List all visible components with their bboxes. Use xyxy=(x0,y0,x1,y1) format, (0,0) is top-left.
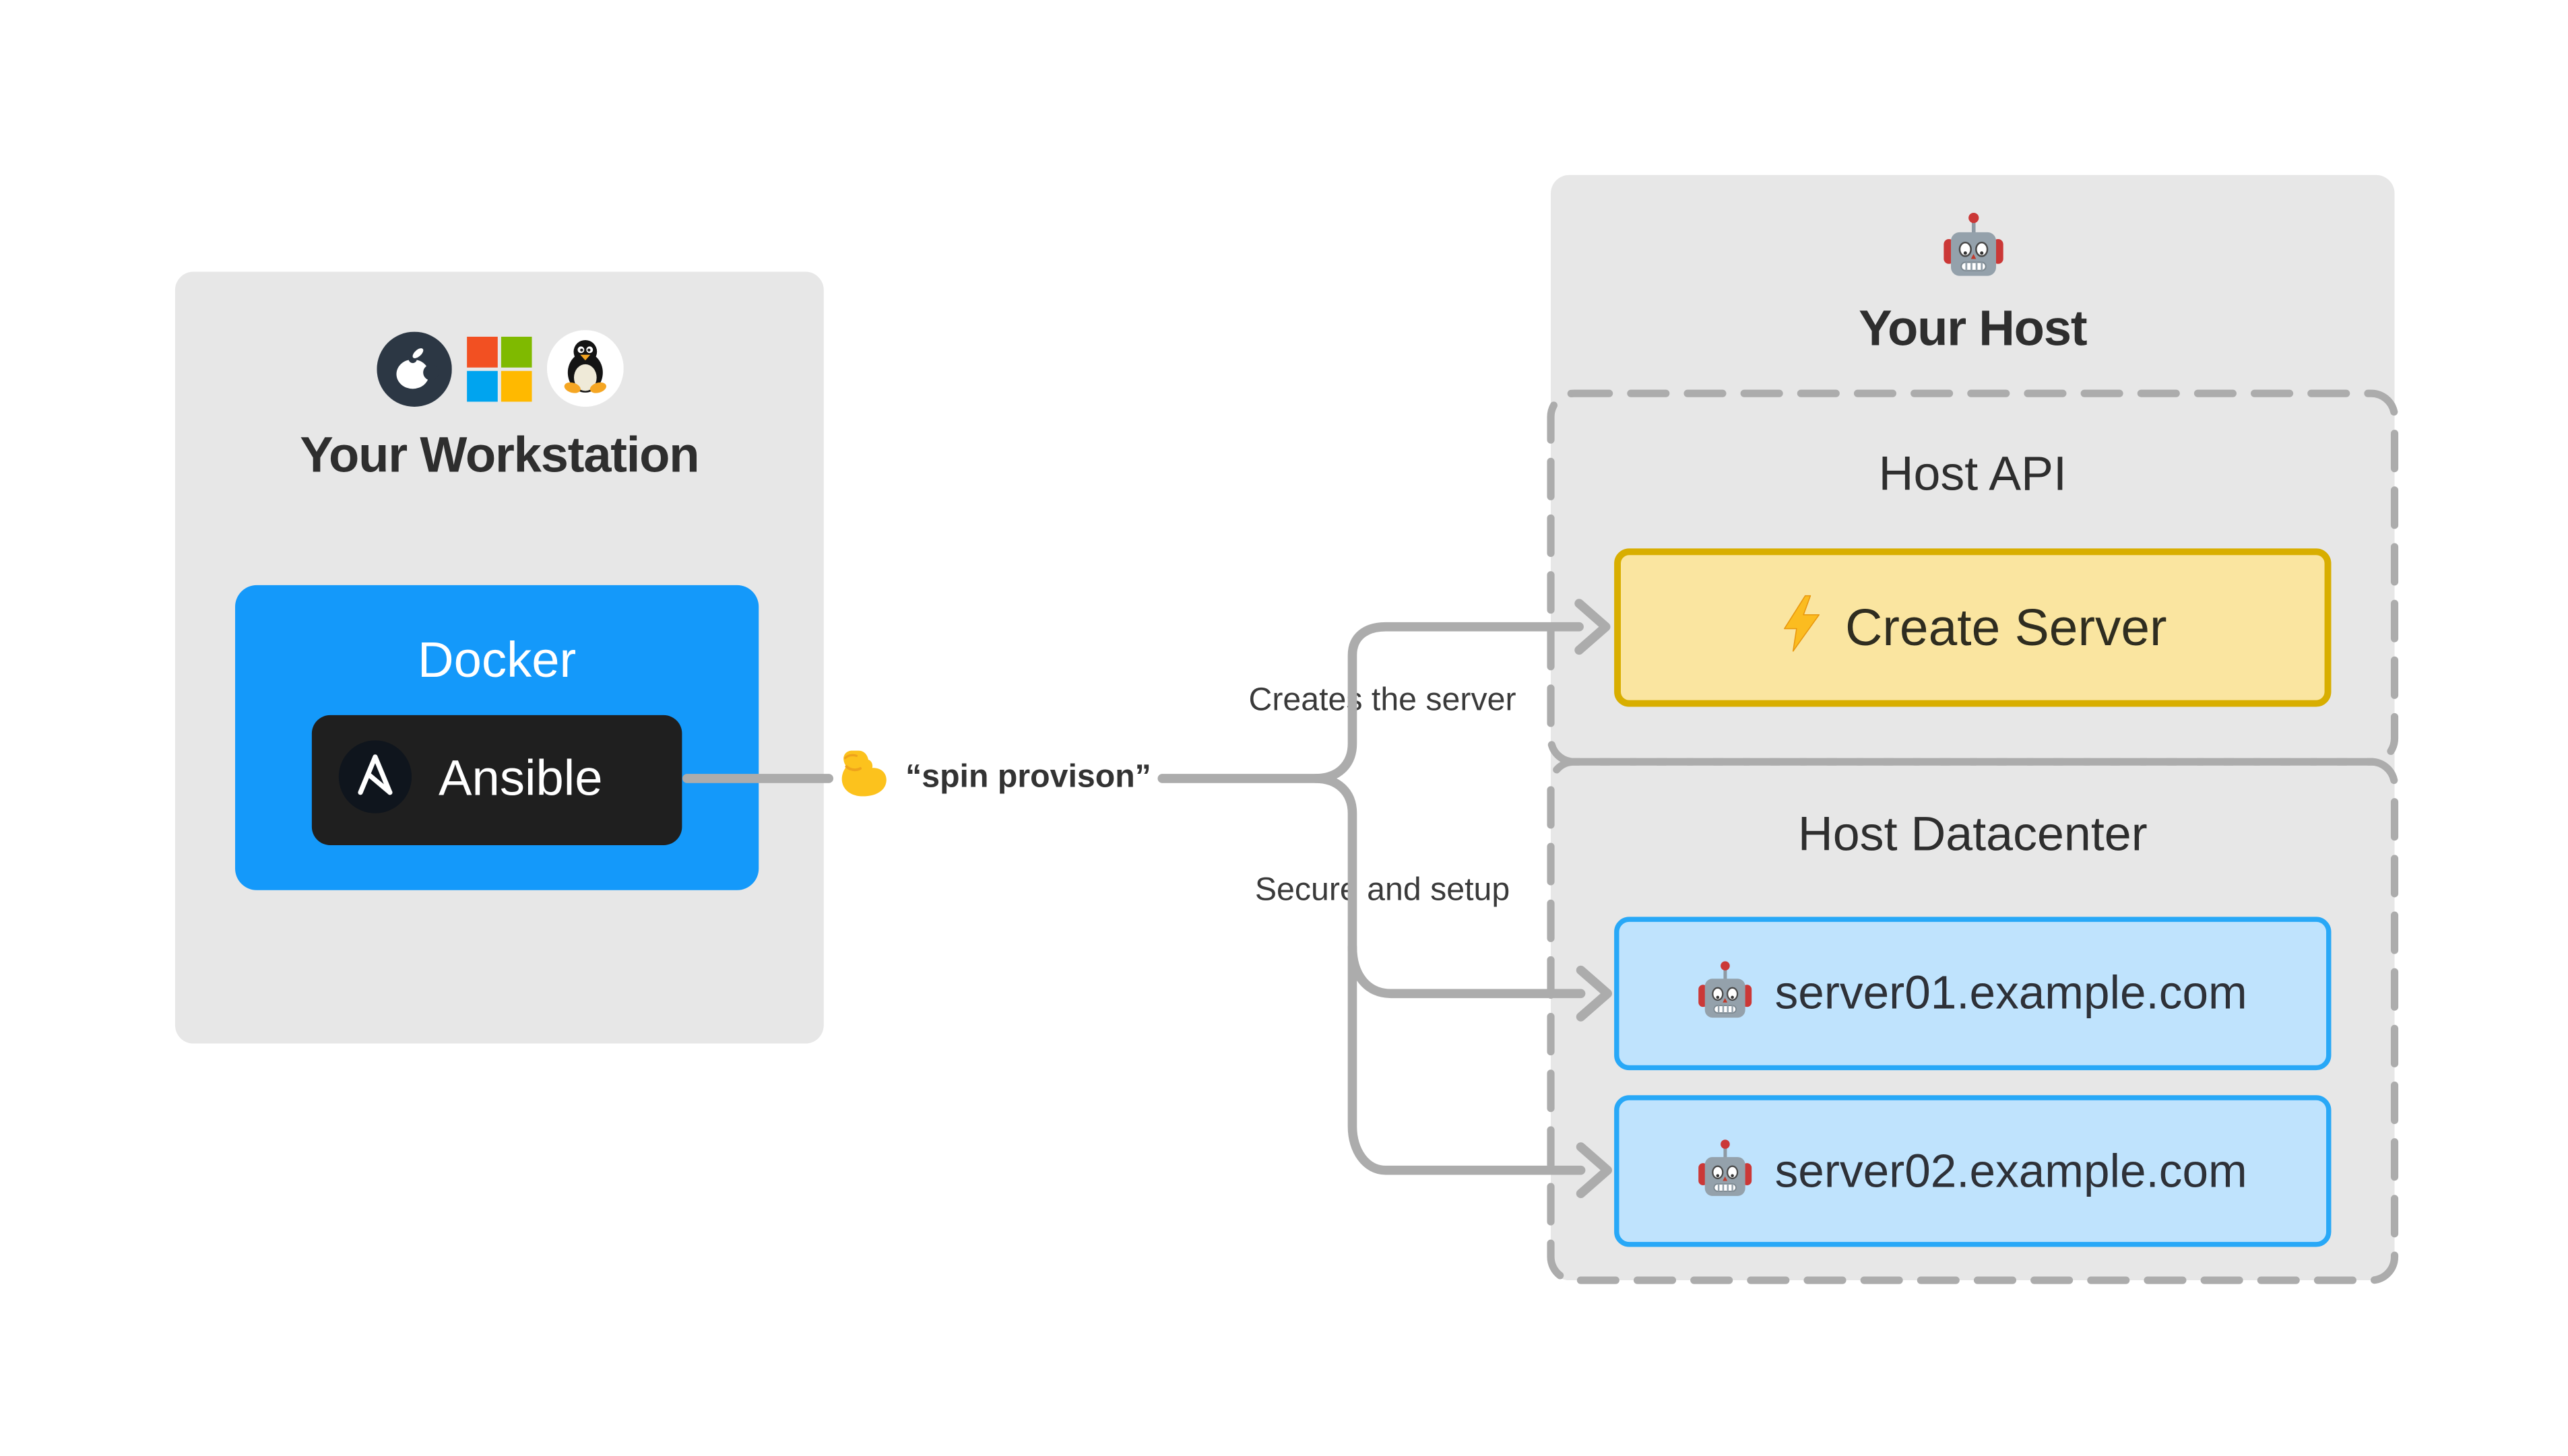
microsoft-icon xyxy=(466,335,532,409)
docker-label: Docker xyxy=(418,633,577,689)
edge-label-secure-and-setup: Secure and setup xyxy=(1254,871,1510,909)
ansible-logo-icon xyxy=(333,734,417,826)
fork-mid-branch xyxy=(1347,942,1586,999)
command-text: “spin provison” xyxy=(905,758,1151,795)
linux-tux-icon xyxy=(546,330,623,415)
robot-icon xyxy=(1698,958,1754,1028)
flexed-biceps-icon xyxy=(835,745,892,810)
apple-icon xyxy=(376,331,451,414)
create-server-box: Create Server xyxy=(1614,548,2332,707)
ansible-box: Ansible xyxy=(311,715,682,845)
host-title: Your Host xyxy=(1859,302,2087,357)
host-robot-icon-row xyxy=(1551,210,2395,287)
command-label: “spin provison” xyxy=(835,743,1151,812)
robot-icon xyxy=(1941,210,2003,287)
lightning-icon xyxy=(1778,593,1824,661)
robot-icon xyxy=(1698,1136,1754,1206)
server01-label: server01.example.com xyxy=(1774,966,2247,1019)
server02-box: server02.example.com xyxy=(1614,1095,2332,1247)
fork-down-branch xyxy=(1311,774,1586,1175)
edge-label-creates-the-server: Creates the server xyxy=(1248,682,1516,719)
server01-box: server01.example.com xyxy=(1614,917,2332,1071)
create-server-label: Create Server xyxy=(1844,597,2167,657)
server02-label: server02.example.com xyxy=(1774,1144,2247,1197)
ansible-label: Ansible xyxy=(439,752,603,807)
workstation-os-icons xyxy=(175,330,824,415)
section-title-host-datacenter: Host Datacenter xyxy=(1797,808,2148,862)
section-title-host-api: Host API xyxy=(1878,448,2067,502)
workstation-title: Your Workstation xyxy=(300,428,699,484)
